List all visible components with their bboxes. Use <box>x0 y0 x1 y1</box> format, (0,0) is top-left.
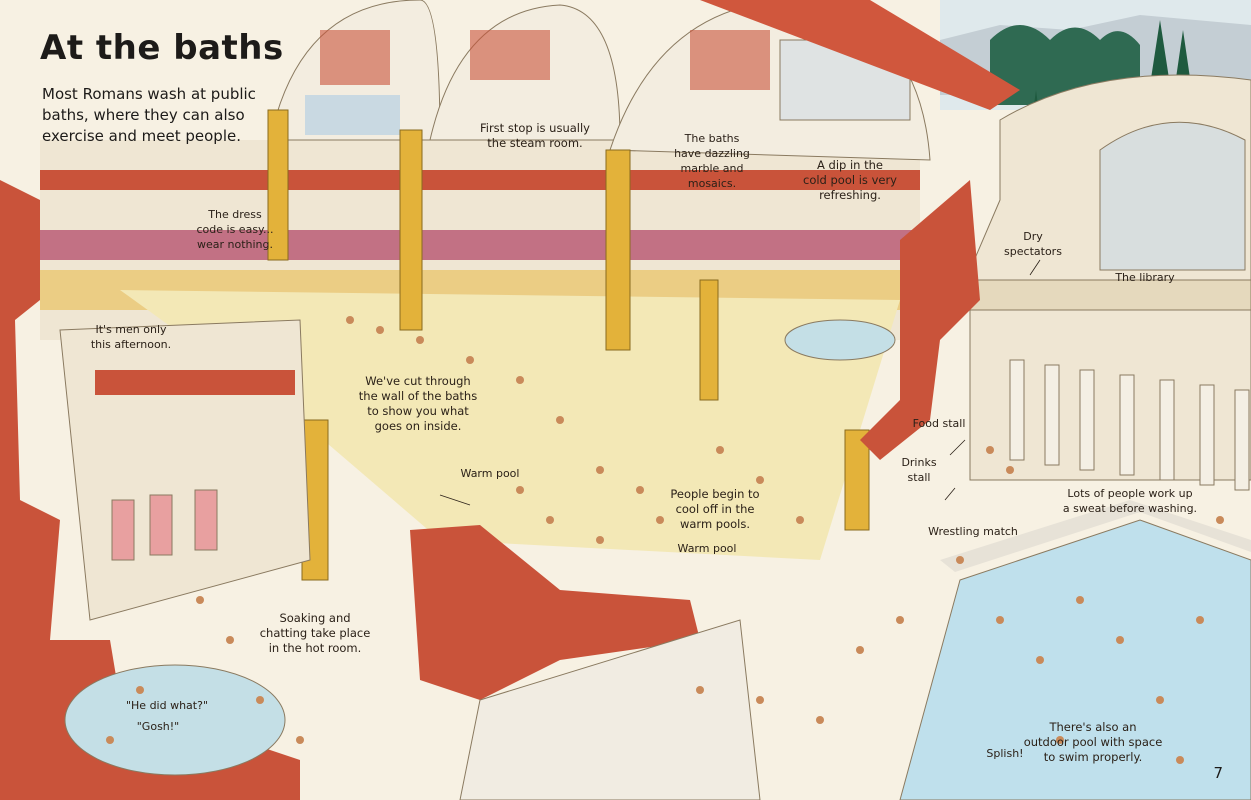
label-drinks-stall: Drinks stall <box>901 456 937 484</box>
left-room-wall <box>59 319 311 621</box>
left-room-frieze <box>95 370 295 395</box>
pointer-lines <box>439 259 1041 506</box>
crowd <box>106 316 1224 764</box>
outdoor-pool <box>899 519 1251 800</box>
cutaway-wall-left <box>0 180 300 800</box>
label-warm-pool-1: Warm pool <box>460 467 520 480</box>
label-gosh: "Gosh!" <box>136 720 180 733</box>
fresco <box>305 95 400 135</box>
label-marble: The baths have dazzling marble and mosai… <box>674 132 750 190</box>
label-he-did-what: "He did what?" <box>125 699 209 712</box>
label-wrestling: Wrestling match <box>928 525 1018 538</box>
label-men-only: It's men only this afternoon. <box>90 323 172 351</box>
wall-band <box>40 230 920 260</box>
cutaway-wall-right <box>860 180 980 460</box>
stone-wall-lower <box>459 619 761 800</box>
label-food-stall: Food stall <box>912 417 966 430</box>
label-outdoor-pool: There's also an outdoor pool with space … <box>1023 720 1163 764</box>
label-cold-pool: A dip in the cold pool is very refreshin… <box>803 158 897 202</box>
label-sweat: Lots of people work up a sweat before wa… <box>1062 487 1198 515</box>
label-cool-off: People begin to cool off in the warm poo… <box>670 487 760 531</box>
library-window <box>1099 121 1246 271</box>
ceiling-coffer-1 <box>320 30 390 85</box>
cutaway-wall-mid <box>410 525 700 700</box>
label-dress-code: The dress code is easy... wear nothing. <box>196 208 274 251</box>
page-number: 7 <box>1213 764 1223 782</box>
library-roofline <box>969 279 1251 311</box>
niches <box>111 489 218 561</box>
intro-text: Most Romans wash at public baths, where … <box>42 85 256 145</box>
roof <box>700 0 1020 110</box>
library-columns <box>1009 359 1250 491</box>
label-hot-room: Soaking and chatting take place in the h… <box>259 611 371 655</box>
hot-pool <box>64 664 286 776</box>
ceiling-coffer-2 <box>470 30 550 80</box>
label-dry-spectators: Dry spectators <box>1004 230 1062 258</box>
frieze <box>40 170 920 190</box>
page-title: At the baths <box>40 28 284 68</box>
label-cut-wall: We've cut through the wall of the baths … <box>358 374 478 433</box>
label-library: The library <box>1115 271 1175 284</box>
label-warm-pool-2: Warm pool <box>677 542 737 555</box>
label-splish: Splish! <box>986 747 1024 760</box>
pool-edge <box>940 500 1251 572</box>
label-steam-room: First stop is usually the steam room. <box>479 121 590 150</box>
ceiling-coffer-3 <box>690 30 770 90</box>
gold-columns <box>267 109 870 581</box>
cold-pool <box>784 319 896 361</box>
